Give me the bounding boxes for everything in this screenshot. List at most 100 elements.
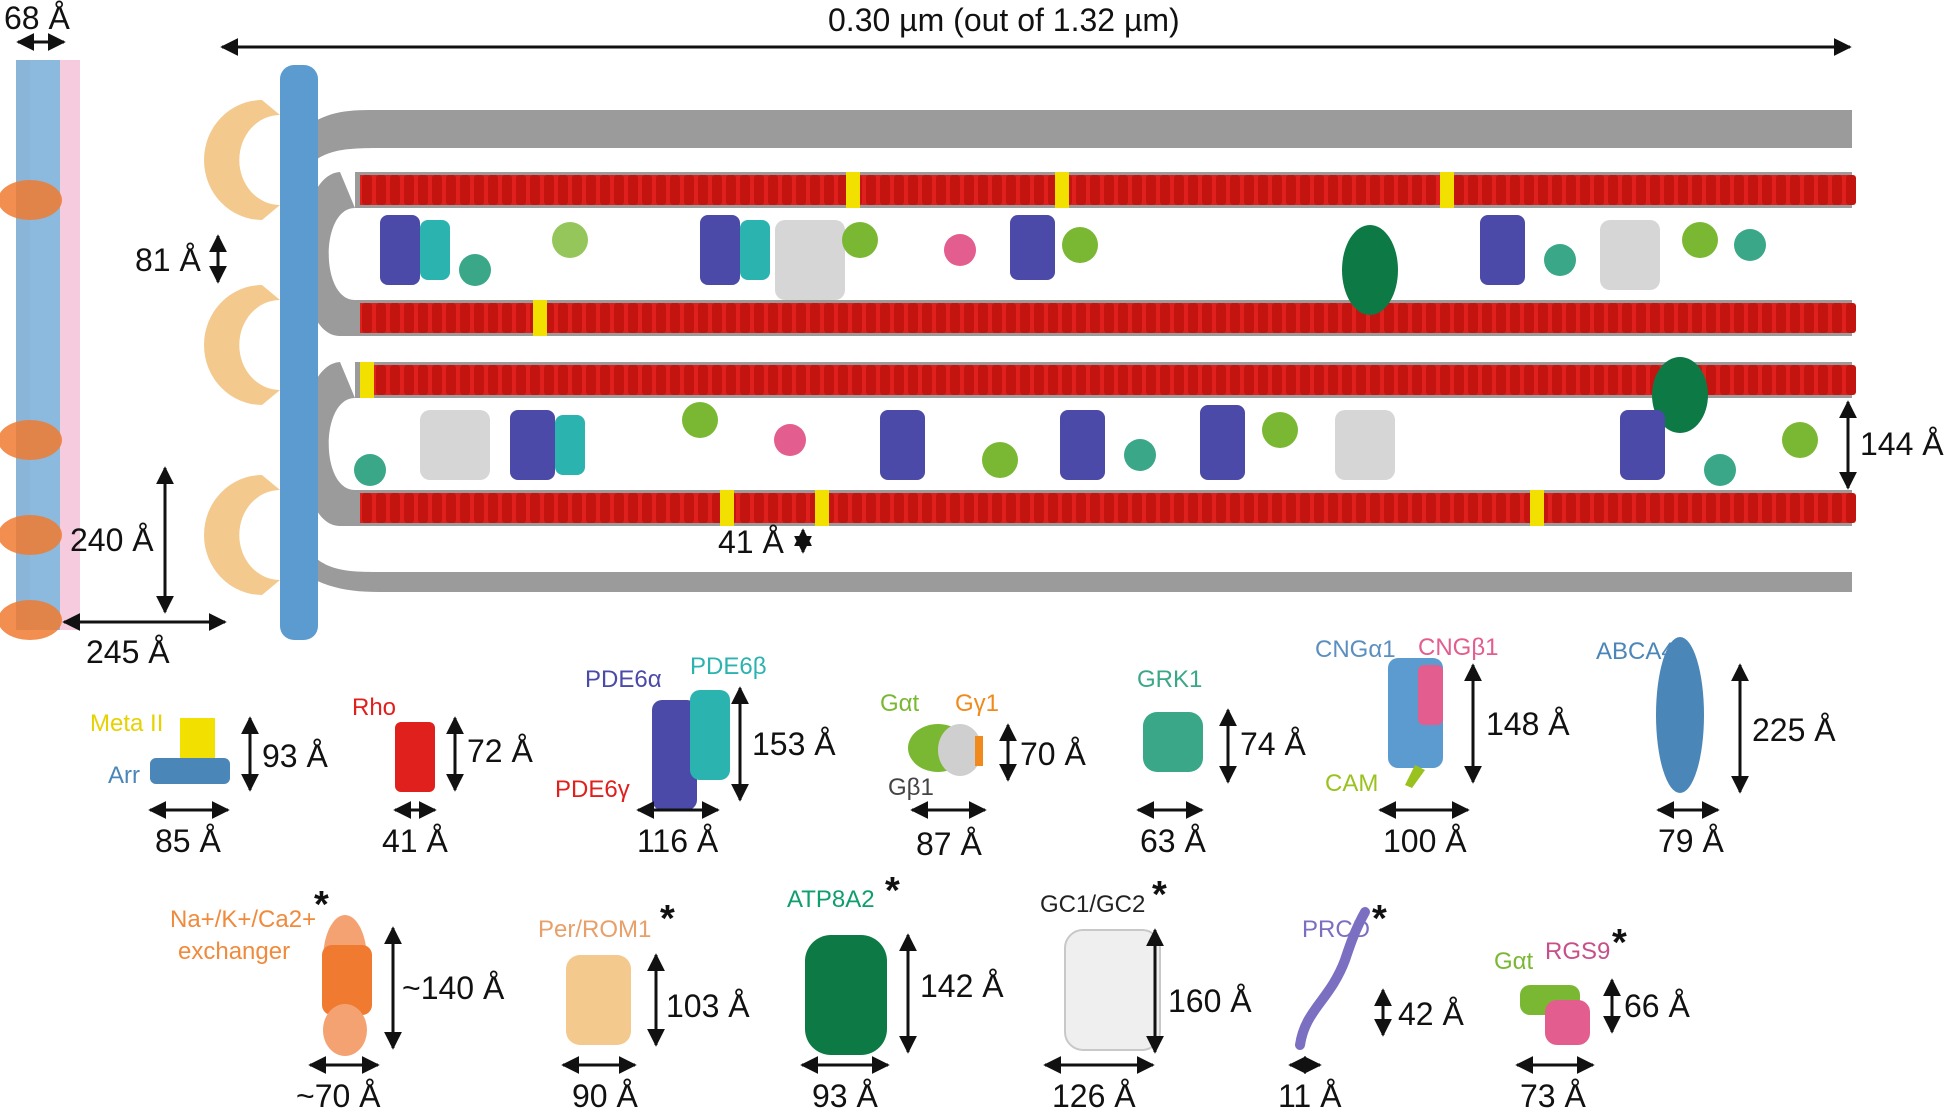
rhodopsin-subunit bbox=[1692, 175, 1702, 205]
rhodopsin-subunit bbox=[544, 493, 554, 523]
rhodopsin-subunit bbox=[1398, 303, 1408, 333]
rhodopsin-subunit bbox=[838, 303, 848, 333]
rhodopsin-subunit bbox=[1034, 303, 1044, 333]
rhodopsin-subunit bbox=[1230, 175, 1240, 205]
rhodopsin-subunit bbox=[1090, 175, 1100, 205]
rhodopsin-subunit bbox=[1496, 175, 1506, 205]
rhodopsin-subunit bbox=[1188, 303, 1198, 333]
rhodopsin-subunit bbox=[376, 365, 386, 395]
rhodopsin-subunit bbox=[1202, 303, 1212, 333]
rhodopsin-subunit bbox=[1076, 493, 1086, 523]
rhodopsin-subunit bbox=[1034, 175, 1044, 205]
abca4-width: 79 Å bbox=[1658, 823, 1724, 859]
rhodopsin-subunit bbox=[1412, 493, 1422, 523]
rhodopsin-subunit bbox=[376, 175, 386, 205]
rhodopsin-subunit bbox=[1062, 303, 1072, 333]
rhodopsin-subunit bbox=[1006, 175, 1016, 205]
rhodopsin-subunit bbox=[460, 175, 470, 205]
rhodopsin-subunit bbox=[558, 493, 568, 523]
rhodopsin-subunit bbox=[1706, 303, 1716, 333]
rhodopsin-subunit bbox=[978, 493, 988, 523]
rhodopsin-subunit bbox=[530, 493, 540, 523]
legend-arrows bbox=[148, 663, 1749, 1074]
rhodopsin-subunit bbox=[1104, 493, 1114, 523]
rhodopsin-subunit bbox=[1538, 303, 1548, 333]
rhodopsin-subunit bbox=[1482, 365, 1492, 395]
pde6-width: 116 Å bbox=[637, 823, 719, 859]
rhodopsin-subunit bbox=[1216, 493, 1226, 523]
rhodopsin-subunit bbox=[824, 175, 834, 205]
rhodopsin-subunit bbox=[642, 175, 652, 205]
rhodopsin-subunit bbox=[1398, 493, 1408, 523]
rhodopsin-subunit bbox=[1286, 365, 1296, 395]
rhodopsin-subunit bbox=[1398, 175, 1408, 205]
rhodopsin-subunit bbox=[1580, 365, 1590, 395]
rhodopsin-subunit bbox=[684, 365, 694, 395]
rhodopsin-subunit bbox=[1538, 365, 1548, 395]
rhodopsin-subunit bbox=[978, 175, 988, 205]
rhodopsin-subunit bbox=[1594, 175, 1604, 205]
rhodopsin-subunit bbox=[1230, 493, 1240, 523]
rhodopsin-subunit bbox=[628, 175, 638, 205]
rhodopsin-subunit bbox=[404, 175, 414, 205]
rhodopsin-subunit bbox=[1370, 175, 1380, 205]
rhodopsin-subunit bbox=[656, 175, 666, 205]
rhodopsin-subunit bbox=[1440, 365, 1450, 395]
rhodopsin-subunit bbox=[922, 493, 932, 523]
rhodopsin-subunit bbox=[1328, 365, 1338, 395]
rhodopsin-subunit bbox=[1258, 365, 1268, 395]
rhodopsin-subunit bbox=[1370, 365, 1380, 395]
grk1-glyph bbox=[1143, 712, 1203, 772]
rhodopsin-subunit bbox=[1748, 175, 1758, 205]
rho-height: 72 Å bbox=[467, 733, 533, 769]
rhodopsin-subunit bbox=[1006, 303, 1016, 333]
rhodopsin-subunit bbox=[1020, 175, 1030, 205]
rhodopsin-subunit bbox=[474, 493, 484, 523]
rhodopsin-subunit bbox=[1734, 175, 1744, 205]
rhodopsin-subunit bbox=[908, 365, 918, 395]
rhodopsin-subunit bbox=[1174, 493, 1184, 523]
rhodopsin-subunit bbox=[446, 175, 456, 205]
rhodopsin-subunit bbox=[950, 175, 960, 205]
rhodopsin-subunit bbox=[1160, 365, 1170, 395]
rhodopsin-subunit bbox=[1608, 175, 1618, 205]
gc-width: 126 Å bbox=[1052, 1078, 1136, 1114]
rhodopsin-subunit bbox=[1538, 175, 1548, 205]
rhodopsin-subunit bbox=[852, 365, 862, 395]
rhodopsin-subunit bbox=[964, 365, 974, 395]
rhodopsin-subunit bbox=[1552, 493, 1562, 523]
rhodopsin-subunit bbox=[1216, 175, 1226, 205]
rhodopsin-subunit bbox=[418, 365, 428, 395]
rhodopsin-subunit bbox=[782, 365, 792, 395]
label-gbeta1: Gβ1 bbox=[888, 774, 934, 801]
rhodopsin-subunit bbox=[1160, 493, 1170, 523]
rhodopsin-subunit bbox=[1846, 175, 1856, 205]
per-rom1-height: 103 Å bbox=[666, 988, 750, 1024]
plasma-membrane-bottom bbox=[285, 540, 1852, 592]
rhodopsin-subunit bbox=[1216, 365, 1226, 395]
rhodopsin-subunit bbox=[1790, 303, 1800, 333]
rhodopsin-subunit bbox=[880, 365, 890, 395]
rhodopsin-subunit bbox=[950, 365, 960, 395]
rhodopsin-subunit bbox=[586, 365, 596, 395]
rhodopsin-subunit bbox=[628, 365, 638, 395]
rhodopsin-subunit bbox=[922, 175, 932, 205]
rhodopsin-subunit bbox=[1496, 493, 1506, 523]
rhodopsin-subunit bbox=[1426, 303, 1436, 333]
rhodopsin-subunit bbox=[1468, 365, 1478, 395]
rhodopsin-subunit bbox=[1482, 493, 1492, 523]
rhodopsin-subunit bbox=[614, 303, 624, 333]
disk-interior-proteins bbox=[354, 215, 1818, 486]
rhodopsin-subunit bbox=[726, 303, 736, 333]
rhodopsin-subunit bbox=[754, 365, 764, 395]
rhodopsin-subunit bbox=[390, 303, 400, 333]
rhodopsin-subunit bbox=[1468, 303, 1478, 333]
rhodopsin-subunit bbox=[922, 303, 932, 333]
gc-height: 160 Å bbox=[1168, 983, 1252, 1019]
rhodopsin-subunit bbox=[1034, 365, 1044, 395]
rhodopsin-subunit bbox=[1342, 303, 1352, 333]
rhodopsin-subunit bbox=[1244, 303, 1254, 333]
rhodopsin-subunit bbox=[1496, 365, 1506, 395]
rhodopsin-subunit bbox=[1818, 175, 1828, 205]
rhodopsin-subunit bbox=[1524, 175, 1534, 205]
